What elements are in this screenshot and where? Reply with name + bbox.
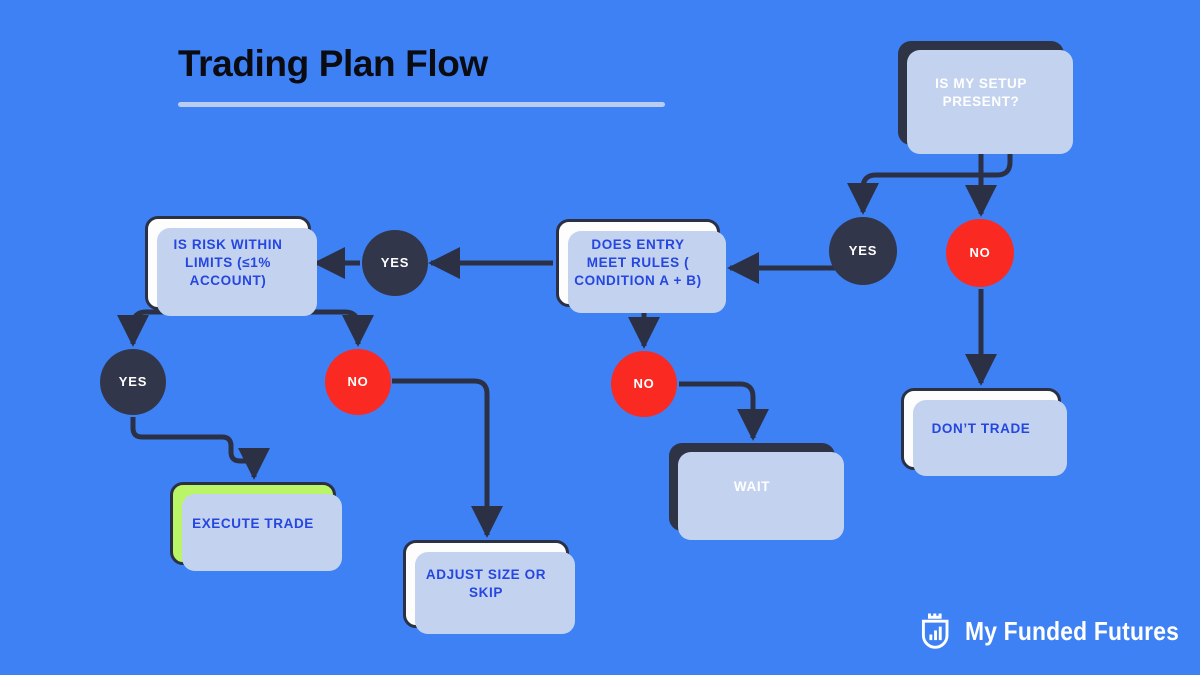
node-shadow [678, 452, 844, 540]
edge-no3-adjust [392, 378, 504, 538]
node-label: IS MY SETUP PRESENT? [935, 76, 1027, 109]
node-is-risk-within-limits[interactable]: IS RISK WITHIN LIMITS (≤1% ACCOUNT) [145, 216, 317, 316]
node-yes-setup[interactable]: YES [829, 217, 897, 285]
node-label: YES [380, 255, 410, 271]
node-is-my-setup-present[interactable]: IS MY SETUP PRESENT? [898, 41, 1073, 154]
node-label: IS RISK WITHIN LIMITS (≤1% ACCOUNT) [173, 237, 283, 288]
node-no-setup[interactable]: NO [946, 219, 1014, 287]
node-adjust-size-or-skip[interactable]: ADJUST SIZE OR SKIP [403, 540, 575, 634]
node-label: YES [848, 243, 878, 259]
node-label: NO [347, 374, 369, 390]
edge-risk-yes3 [116, 309, 222, 347]
node-execute-trade[interactable]: EXECUTE TRADE [170, 482, 342, 571]
title-block: Trading Plan Flow [178, 43, 678, 107]
node-shadow [415, 552, 575, 634]
edge-no2-wait [679, 381, 770, 441]
node-label: YES [118, 374, 148, 390]
brand-logo: My Funded Futures [920, 612, 1200, 650]
title-underline [178, 101, 665, 107]
node-dont-trade[interactable]: DON’T TRADE [901, 388, 1067, 476]
node-label: WAIT [733, 479, 771, 495]
node-no-risk[interactable]: NO [325, 349, 391, 415]
node-label: ADJUST SIZE OR SKIP [425, 567, 547, 600]
node-does-entry-meet-rules[interactable]: DOES ENTRY MEET RULES ( CONDITION A + B) [556, 219, 726, 313]
node-label: EXECUTE TRADE [192, 515, 314, 531]
node-yes-risk[interactable]: YES [100, 349, 166, 415]
page-title: Trading Plan Flow [178, 43, 488, 84]
node-shadow [913, 400, 1067, 476]
node-shadow [157, 228, 317, 316]
edge-risk-no3 [232, 309, 375, 347]
node-label: NO [969, 245, 991, 261]
brand-name: My Funded Futures [965, 615, 1180, 646]
node-yes-rules[interactable]: YES [362, 230, 428, 296]
node-shadow [182, 494, 342, 571]
node-wait[interactable]: WAIT [669, 443, 844, 540]
node-label: DOES ENTRY MEET RULES ( CONDITION A + B) [574, 237, 702, 288]
shield-bar-chart-icon [921, 613, 949, 649]
node-no-rules[interactable]: NO [611, 351, 677, 417]
node-shadow [907, 50, 1073, 154]
node-shadow [568, 231, 726, 313]
node-label: NO [633, 376, 655, 392]
edge-setup-yes1 [846, 146, 1013, 215]
node-label: DON’T TRADE [931, 421, 1031, 437]
edge-yes3-execute [130, 417, 271, 480]
